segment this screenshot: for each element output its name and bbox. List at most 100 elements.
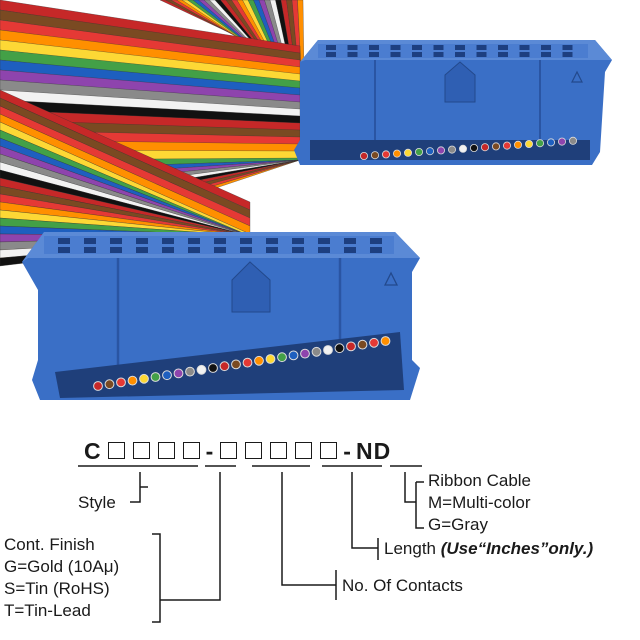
- contact-hole: [369, 52, 379, 57]
- wire-end: [447, 145, 456, 154]
- wire-end: [162, 370, 172, 381]
- wire-end: [414, 147, 423, 156]
- code-box: [132, 442, 150, 459]
- contact-hole: [344, 238, 356, 244]
- code-box: [270, 442, 288, 459]
- wire-end: [392, 149, 401, 158]
- contact-hole: [344, 247, 356, 253]
- contact-hole: [412, 52, 422, 57]
- style-label: Style: [78, 493, 116, 512]
- wire-end: [265, 354, 276, 364]
- wire-end: [311, 346, 322, 357]
- cont-finish-option: G=Gold (10Aμ): [4, 557, 120, 576]
- contact-hole: [136, 238, 148, 244]
- wire-end: [536, 139, 545, 148]
- wire-end: [288, 350, 299, 361]
- wire-end: [357, 339, 368, 350]
- wire-end: [185, 366, 195, 377]
- wire-end: [208, 363, 218, 373]
- contact-hole: [266, 238, 278, 244]
- contact-hole: [214, 238, 226, 244]
- contact-hole: [326, 52, 336, 57]
- wire-end: [173, 368, 184, 379]
- contact-hole: [390, 52, 401, 57]
- wire-end: [502, 141, 511, 150]
- suffix-separator: -: [343, 438, 352, 464]
- length-label: Length (Use“Inches”only.): [384, 538, 593, 560]
- contact-hole: [370, 238, 382, 244]
- contact-hole: [347, 52, 358, 57]
- contact-hole: [476, 52, 487, 57]
- code-box: [157, 442, 175, 459]
- no-of-contacts-label: No. Of Contacts: [342, 576, 463, 595]
- wire-end: [334, 343, 345, 354]
- contact-hole: [162, 247, 174, 253]
- contact-hole: [84, 238, 96, 244]
- wire-end: [346, 341, 356, 352]
- contact-hole: [266, 247, 278, 253]
- contact-hole: [110, 238, 122, 244]
- contact-hole: [412, 45, 422, 50]
- code-box: [107, 442, 125, 459]
- wire-end: [469, 143, 478, 152]
- contact-hole: [318, 247, 330, 253]
- wire-end: [525, 139, 534, 148]
- wire-end: [242, 357, 253, 368]
- wire-end: [323, 345, 333, 355]
- wire-end: [116, 377, 126, 388]
- wire-end: [370, 151, 379, 160]
- contact-hole: [498, 52, 508, 57]
- contact-hole: [188, 238, 200, 244]
- front-connector: [22, 232, 420, 400]
- code-box: [320, 442, 338, 459]
- contact-hole: [455, 45, 465, 50]
- wire-end: [369, 337, 379, 348]
- ribbon-cable-option: G=Gray: [428, 515, 488, 534]
- rear-connector: [294, 40, 612, 165]
- contact-hole: [562, 52, 573, 57]
- contact-hole: [541, 45, 551, 50]
- ribbon-cable-illustration: [0, 0, 612, 400]
- ribbon-cable: [0, 0, 306, 267]
- contact-hole: [433, 52, 444, 57]
- contact-hole: [318, 238, 330, 244]
- cont-finish-heading: Cont. Finish: [4, 535, 95, 554]
- contact-hole: [519, 45, 530, 50]
- wire-end: [436, 146, 445, 155]
- wire-end: [93, 381, 103, 391]
- part-suffix: ND: [355, 438, 392, 464]
- contact-hole: [347, 45, 358, 50]
- contact-hole: [110, 247, 122, 253]
- wire-end: [380, 336, 391, 346]
- ribbon-cable-front-section: [0, 0, 301, 267]
- ribbon-cable-option: M=Multi-color: [428, 493, 531, 512]
- contact-hole: [292, 247, 304, 253]
- code-box: [182, 442, 200, 459]
- wire-end: [196, 364, 207, 375]
- code-box: [245, 442, 263, 459]
- contact-hole: [455, 52, 465, 57]
- ribbon-cable-heading: Ribbon Cable: [428, 471, 532, 490]
- part-prefix: C: [84, 438, 102, 464]
- contact-hole: [136, 247, 148, 253]
- wire-end: [359, 151, 368, 160]
- part-separator: -: [205, 438, 215, 464]
- style-code-boxes: [104, 438, 204, 465]
- wire-end: [277, 352, 287, 363]
- contact-hole: [240, 247, 252, 253]
- contact-hole: [84, 247, 96, 253]
- part-number: C - - ND: [82, 438, 393, 465]
- wire-end: [127, 375, 138, 386]
- wire-end: [480, 143, 489, 152]
- wire-end: [300, 348, 310, 359]
- wire-end: [231, 359, 241, 370]
- wire-end: [547, 138, 556, 147]
- code-box: [220, 442, 238, 459]
- wire-end: [254, 355, 264, 366]
- contact-hole: [370, 247, 382, 253]
- wire-end: [150, 372, 161, 382]
- contact-hole: [240, 238, 252, 244]
- wire-end: [403, 148, 412, 157]
- contact-hole: [498, 45, 508, 50]
- cont-finish-option: T=Tin-Lead: [4, 601, 91, 620]
